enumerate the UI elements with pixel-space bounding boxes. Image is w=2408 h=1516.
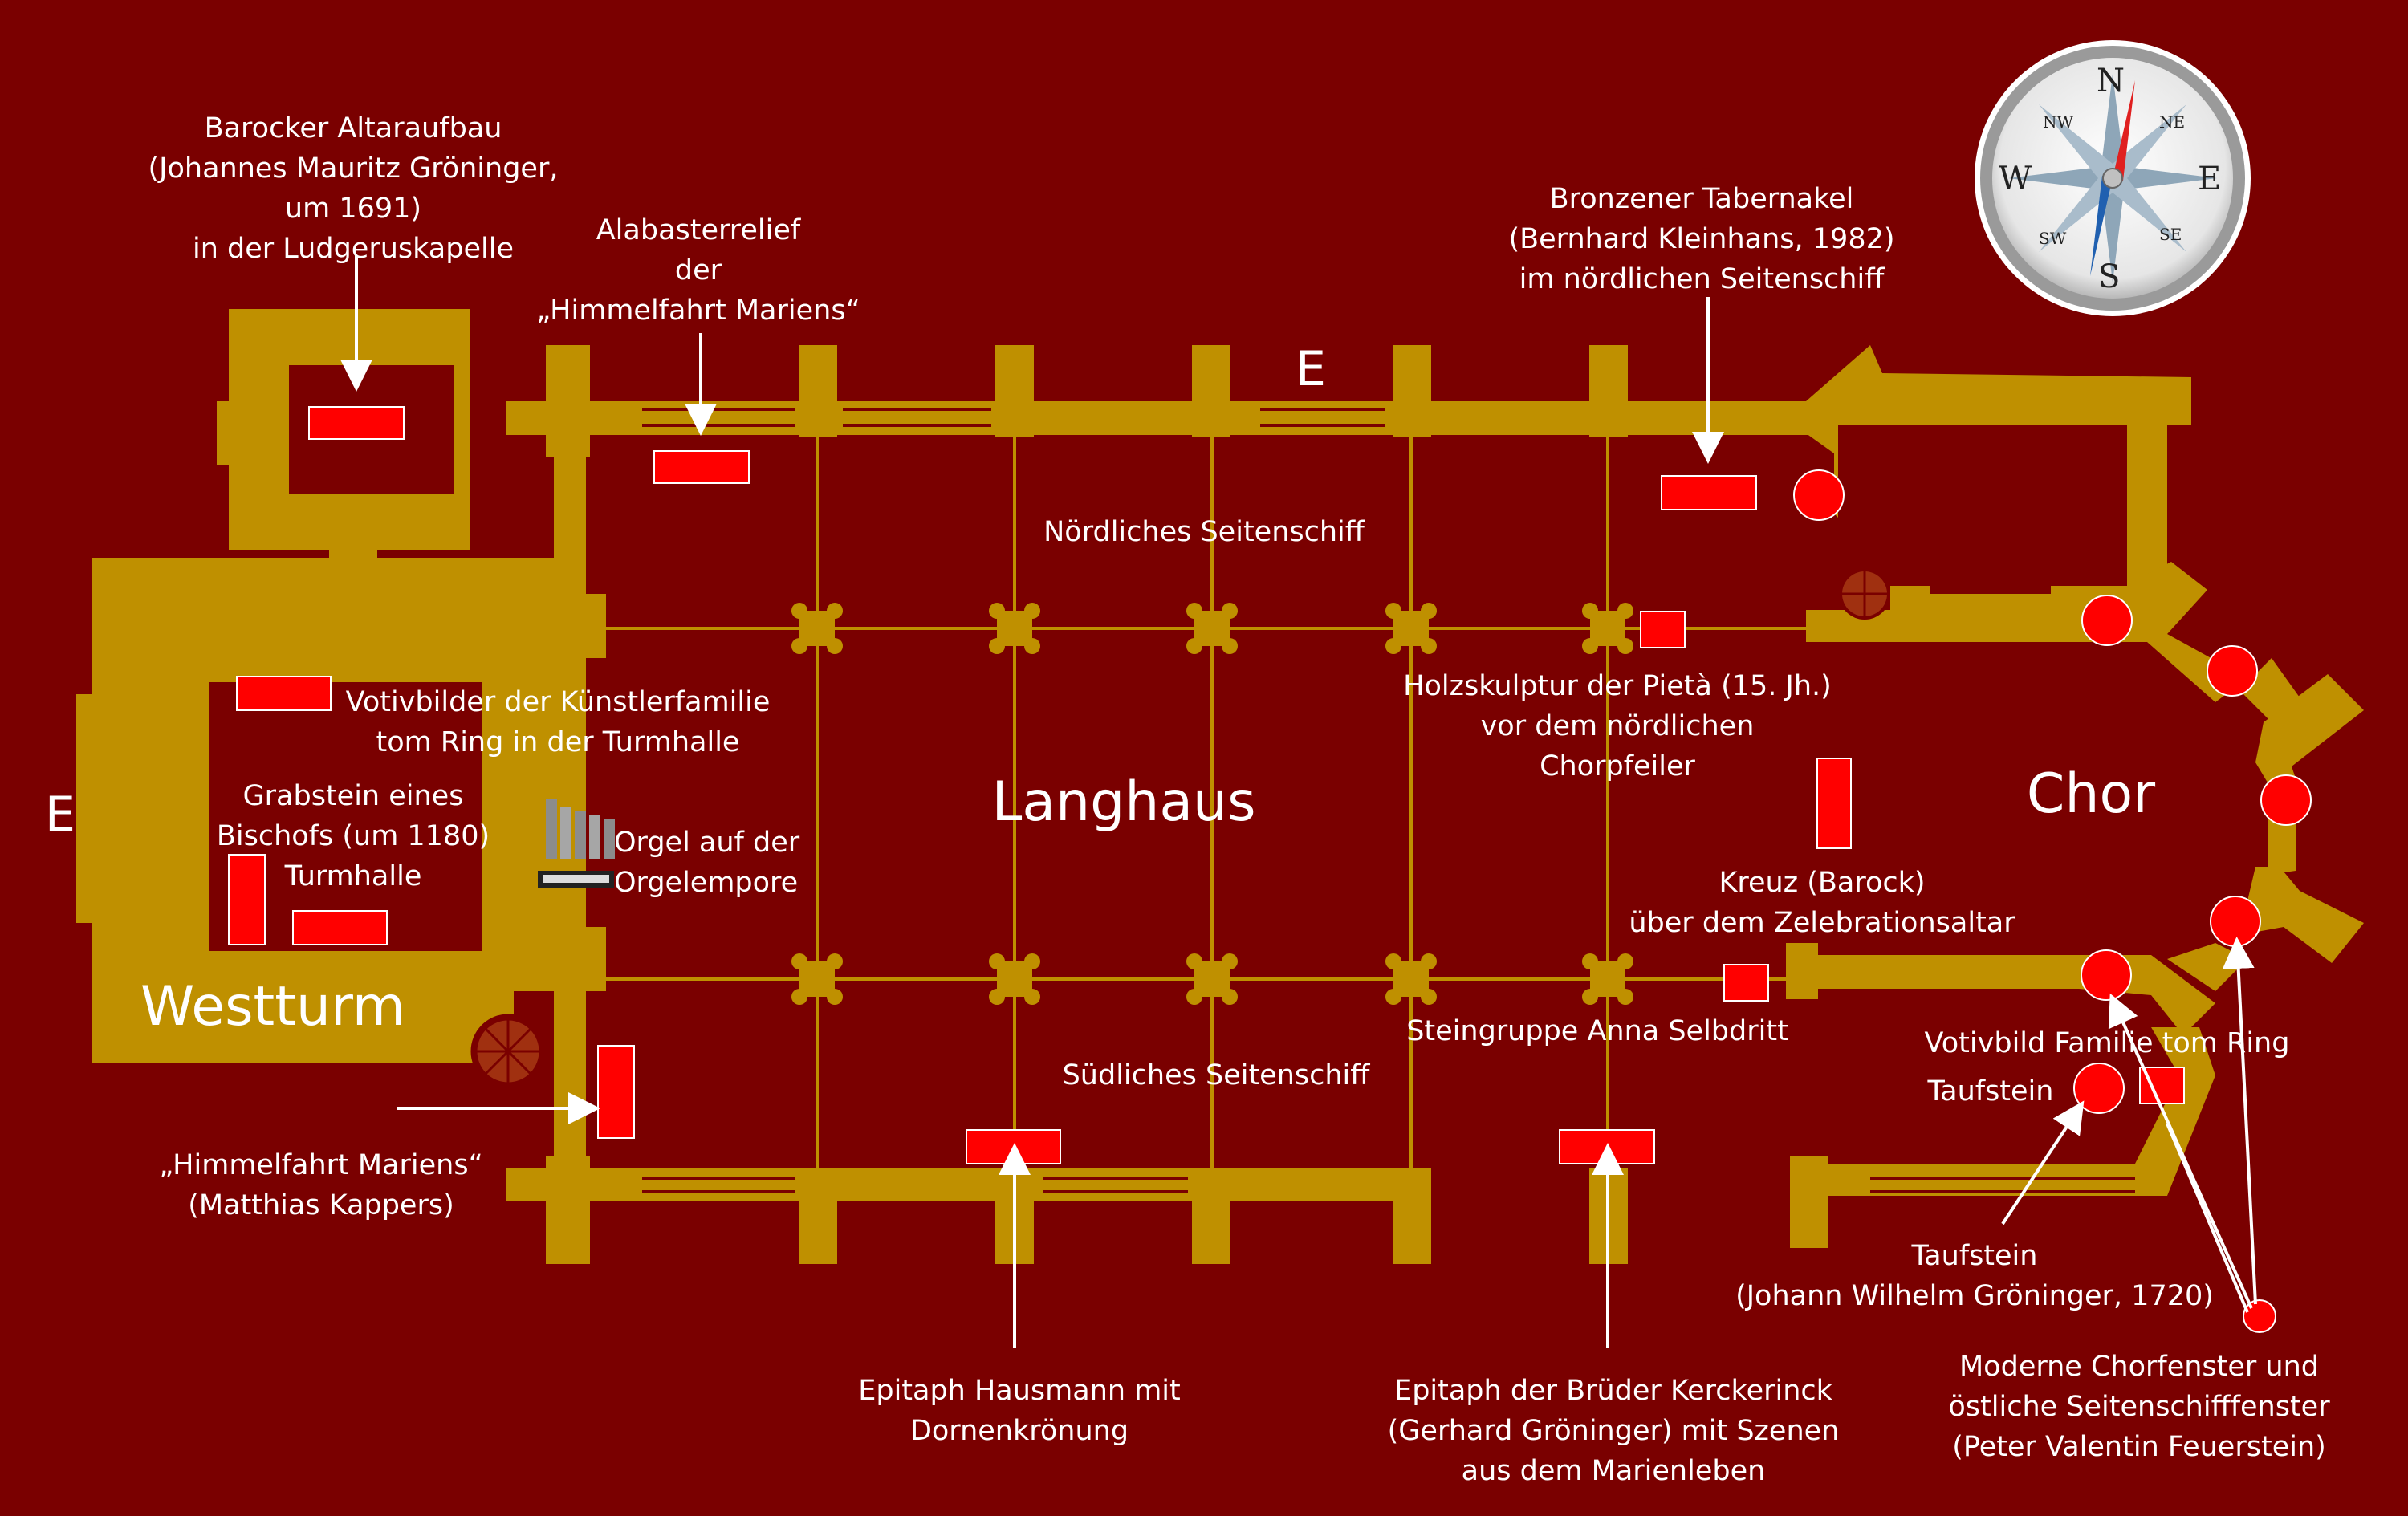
organ-icon bbox=[538, 799, 615, 888]
entrance-north: E bbox=[1296, 341, 1326, 397]
compass-northeast-label: NE bbox=[2159, 112, 2186, 132]
spiral-stair-southwest bbox=[470, 1014, 546, 1089]
label-tabernakel: Bronzener Tabernakel (Bernhard Kleinhans… bbox=[1508, 183, 1895, 295]
label-steingruppe: Steingruppe Anna Selbdritt bbox=[1406, 1015, 1788, 1047]
label-votivbilder: Votivbilder der Künstlerfamilie tom Ring… bbox=[345, 686, 771, 758]
label-altaraufbau: Barocker Altaraufbau (Johannes Mauritz G… bbox=[148, 112, 559, 265]
label-suedliches-seitenschiff: Südliches Seitenschiff bbox=[1062, 1059, 1370, 1091]
label-noerdliches-seitenschiff: Nördliches Seitenschiff bbox=[1043, 516, 1365, 548]
label-pieta: Holzskulptur der Pietà (15. Jh.) vor dem… bbox=[1403, 670, 1832, 782]
compass-west-label: W bbox=[1999, 161, 2032, 197]
spiral-stair-north bbox=[1839, 568, 1890, 620]
label-epitaph-hausmann: Epitaph Hausmann mit Dornenkrönung bbox=[858, 1375, 1181, 1447]
compass-southeast-label: SE bbox=[2159, 225, 2182, 244]
label-kreuz: Kreuz (Barock) über dem Zelebrationsalta… bbox=[1629, 867, 2015, 939]
compass-rose bbox=[1975, 40, 2251, 316]
compass-northwest-label: NW bbox=[2043, 112, 2074, 132]
plan-detail-lines bbox=[344, 408, 2135, 1193]
compass-south-label: S bbox=[2098, 258, 2121, 295]
compass-southwest-label: SW bbox=[2039, 229, 2067, 248]
label-himmelfahrt: „Himmelfahrt Mariens“ (Matthias Kappers) bbox=[159, 1149, 483, 1221]
compass-north-label: N bbox=[2097, 63, 2125, 100]
room-chor: Chor bbox=[2026, 762, 2156, 826]
label-alabasterrelief: Alabasterrelief der „Himmelfahrt Mariens… bbox=[536, 214, 860, 327]
label-epitaph-kerckerinck: Epitaph der Brüder Kerckerinck (Gerhard … bbox=[1387, 1375, 1840, 1487]
room-westturm: Westturm bbox=[140, 975, 405, 1038]
compass-east-label: E bbox=[2198, 161, 2222, 197]
label-taufstein-long: Taufstein (Johann Wilhelm Gröninger, 172… bbox=[1735, 1240, 2214, 1312]
label-chorfenster: Moderne Chorfenster und östliche Seitens… bbox=[1948, 1351, 2330, 1463]
entrance-west: E bbox=[45, 786, 75, 843]
label-grabstein: Grabstein eines Bischofs (um 1180) Turmh… bbox=[216, 780, 490, 892]
label-votivbild-familie: Votivbild Familie tom Ring bbox=[1924, 1027, 2290, 1059]
leader-arrows bbox=[340, 255, 2257, 1348]
nave-piers bbox=[791, 603, 1633, 1005]
artwork-markers bbox=[228, 406, 2185, 1164]
label-orgel: Orgel auf der Orgelempore bbox=[614, 827, 800, 899]
room-langhaus: Langhaus bbox=[991, 770, 1256, 834]
label-taufstein-short: Taufstein bbox=[1927, 1075, 2054, 1108]
